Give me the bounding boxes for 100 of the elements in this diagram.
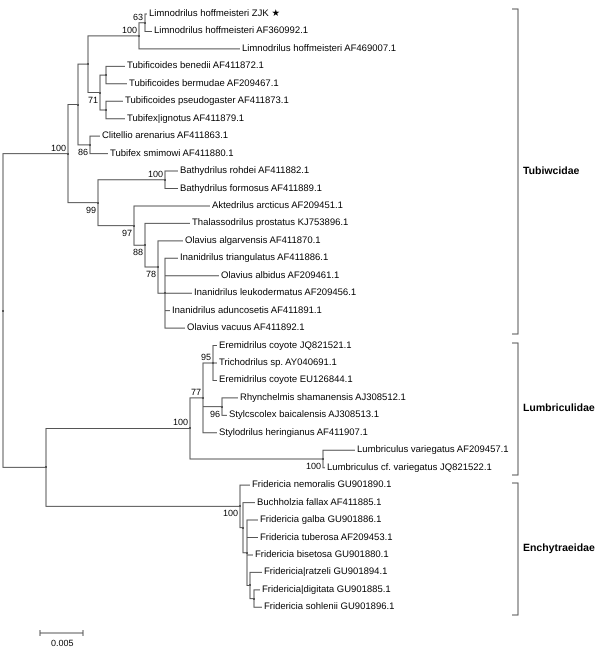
tree-branch	[78, 104, 90, 146]
tree-branch	[190, 397, 204, 429]
taxon-label: Olavius vacuus AF411892.1	[185, 322, 305, 334]
clade-label: Enchytraeidae	[523, 542, 595, 555]
bootstrap-value: 99	[84, 204, 96, 215]
bootstrap-value: 88	[132, 247, 143, 258]
taxon-label: Fridericia|digitata GU901885.1	[260, 584, 391, 596]
tree-branch	[246, 552, 250, 586]
tree-branch	[164, 292, 186, 329]
tree-branch	[134, 205, 210, 226]
bootstrap-value: 71	[86, 94, 98, 105]
tree-branch	[134, 225, 146, 246]
taxon-label: Lumbriculus variegatus AF209457.1	[355, 444, 509, 456]
taxon-label: Eremidrilus coyote JQ821521.1	[217, 340, 352, 352]
taxon-label: Tubifex smimowi AF411880.1	[108, 148, 234, 160]
taxon-label: Inanidrilus aduncosetis AF411891.1	[170, 304, 322, 317]
taxon-label: Limnodrilus hoffmeisteri ZJK ★	[147, 8, 280, 20]
tree-branch	[164, 179, 178, 189]
tree-branch	[242, 502, 256, 528]
taxon-label: Inanidrilus triangulatus AF411886.1	[178, 252, 328, 264]
tree-branch	[88, 35, 140, 65]
bootstrap-value: 77	[190, 386, 201, 397]
taxon-label: Aktedrilus arcticus AF209451.1	[210, 200, 343, 212]
tree-branch	[250, 584, 254, 600]
taxon-label: Stylodrilus heringianus AF411907.1	[217, 426, 368, 439]
taxon-label: Bathydrilus formosus AF411889.1	[178, 182, 322, 194]
tree-branch	[98, 202, 134, 226]
tree-branch	[106, 109, 126, 120]
taxon-label: Bathydrilus rohdei AF411882.1	[178, 165, 310, 178]
tree-branch	[202, 362, 214, 398]
tree-branch	[164, 170, 178, 180]
tree-branch	[250, 572, 262, 586]
bootstrap-value: 100	[50, 142, 66, 153]
taxon-label: Fridericia sohlenii GU901896.1	[262, 601, 394, 614]
clade-label: Lumbriculidae	[523, 402, 595, 415]
taxon-label: Lumbriculus cf. variegatus JQ821522.1	[325, 462, 492, 474]
tree-branch	[78, 64, 88, 106]
tree-branch	[254, 598, 262, 608]
bootstrap-value: 95	[200, 352, 211, 362]
tree-branch	[2, 153, 68, 312]
tree-branch	[88, 64, 100, 94]
tree-branch	[254, 589, 260, 600]
tree-branch	[164, 275, 220, 294]
taxon-label: Tubificoides benedii AF411872.1	[125, 60, 264, 72]
tree-branch	[322, 450, 356, 460]
taxon-label: Fridericia tuberosa AF209453.1	[258, 532, 393, 544]
tree-branch	[240, 484, 250, 507]
tree-branch	[144, 244, 158, 268]
tree-branch	[138, 22, 146, 36]
bootstrap-value: 100	[172, 417, 188, 428]
tree-branch	[158, 240, 184, 268]
tree-branch	[144, 22, 152, 32]
tree-branch	[90, 144, 108, 154]
tree-branch	[242, 527, 248, 554]
taxon-label: Stylcscolex baicalensis AJ308513.1	[227, 409, 379, 422]
tree-branch	[98, 179, 166, 204]
taxon-label: Fridericia galba GU901886.1	[258, 514, 382, 526]
bootstrap-value: 96	[208, 408, 220, 419]
taxon-label: Inanidrilus leukodermatus AF209456.1	[192, 287, 356, 300]
bootstrap-value: 100	[222, 508, 238, 518]
tree-branch	[100, 92, 106, 110]
taxon-label: Limnodrilus hoffmeisteri AF360992.1	[152, 25, 308, 38]
bootstrap-value: 100	[304, 460, 321, 471]
bootstrap-value: 78	[144, 269, 156, 280]
taxon-label: Fridericia|ratzeli GU901894.1	[262, 566, 388, 578]
tree-branch	[90, 136, 100, 146]
tree-branch	[106, 66, 126, 76]
taxon-label: Trichodrilus sp. AY040691.1	[217, 357, 337, 369]
tree-branch	[106, 74, 128, 84]
tree-branch	[144, 222, 190, 246]
tree-branch	[212, 362, 218, 381]
taxon-label: Limnodrilus hoffmeisteri AF469007.1	[240, 42, 396, 55]
taxon-label: Thalassodrilus prostatus KJ753896.1	[190, 217, 348, 230]
tree-branch	[202, 397, 218, 434]
taxon-label: Buchholzia fallax AF411885.1	[255, 496, 382, 509]
taxon-label: Fridericia nemoralis GU901890.1	[250, 479, 392, 492]
tree-branch	[138, 35, 240, 50]
tree-branch	[322, 458, 326, 468]
scale-label: 0.005	[51, 638, 74, 648]
bootstrap-value: 100	[146, 168, 163, 179]
tree-branch	[68, 104, 78, 154]
taxon-label: Tubificoides bermudae AF209467.1	[127, 78, 279, 90]
tree-branch	[144, 14, 148, 24]
taxon-label: Clitellio arenarius AF411863.1	[100, 130, 228, 142]
tree-branch	[2, 310, 46, 468]
tree-branch	[100, 74, 106, 94]
tree-branch	[240, 506, 244, 528]
taxon-label: Fridericia bisetosa GU901880.1	[253, 548, 389, 561]
bootstrap-value: 63	[132, 12, 143, 22]
tree-branch	[164, 292, 192, 294]
tree-branch	[212, 345, 218, 364]
tree-branch	[46, 428, 190, 468]
tree-branch	[46, 466, 240, 507]
bootstrap-value: 100	[120, 24, 137, 35]
taxon-label: Rhynchelmis shamanensis AJ308512.1	[238, 392, 406, 404]
taxon-label: Olavius albidus AF209461.1	[219, 270, 340, 282]
taxon-label: Tubificoides pseudogaster AF411873.1	[123, 95, 289, 108]
tree-branch	[222, 406, 228, 416]
tree-branch	[68, 153, 98, 204]
taxon-label: Olavius algarvensis AF411870.1	[183, 234, 321, 247]
